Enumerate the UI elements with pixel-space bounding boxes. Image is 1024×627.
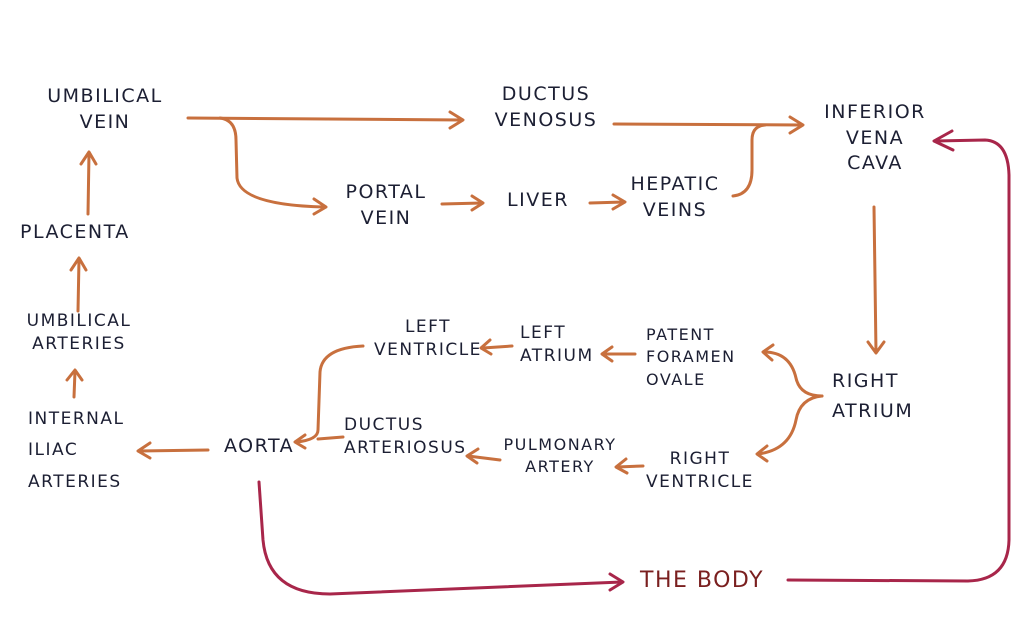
label-line: Ductus	[501, 83, 591, 105]
arrow-umbilical-vein-to-portal-vein	[218, 116, 327, 209]
arrowhead	[136, 441, 152, 460]
label-line: Atrium	[832, 400, 914, 423]
node-ductus-venosus: Ductus Venosus	[476, 82, 616, 133]
label-line: Vein	[360, 206, 412, 229]
arrowhead	[69, 256, 88, 272]
arrow-pulmonary-artery-to-ductus-arteriosus	[466, 454, 502, 462]
arrowhead	[788, 115, 805, 135]
label-line: Foramen	[646, 347, 736, 367]
node-left-atrium: Left Atrium	[520, 322, 594, 368]
arrow-aorta-to-the-body	[257, 480, 624, 596]
node-aorta: Aorta	[224, 434, 294, 460]
arrowhead	[465, 447, 480, 465]
label-line: Arteries	[32, 333, 126, 354]
arrow-umbilical-vein-to-ductus-venosus	[186, 116, 464, 122]
label-line: Umbilical	[26, 311, 132, 331]
label-line: Right	[832, 370, 899, 392]
arrowhead	[755, 444, 769, 463]
arrow-right-ventricle-to-pulmonary-artery	[615, 464, 645, 469]
arrow-left-atrium-to-left-ventricle	[481, 344, 514, 350]
node-pulmonary-artery: Pulmonary Artery	[498, 434, 622, 477]
arrowhead	[470, 194, 485, 212]
arrowhead	[600, 345, 614, 363]
node-umbilical-arteries: Umbilical Arteries	[14, 310, 144, 356]
arrow-hepatic-veins-to-ivc	[731, 123, 767, 198]
arrowhead	[866, 340, 886, 355]
node-inferior-vena-cava: Inferior Vena Cava	[810, 100, 940, 177]
label-line: Veins	[642, 198, 708, 221]
arrow-placenta-to-umbilical-vein	[86, 151, 91, 216]
arrowhead	[79, 150, 98, 166]
arrow-ductus-venosus-to-ivc	[612, 122, 804, 127]
arrow-left-ventricle-to-aorta	[294, 344, 365, 444]
label-line: Aorta	[224, 435, 295, 457]
label-line: Liver	[507, 189, 569, 211]
label-line: Vena	[845, 126, 905, 149]
arrowhead	[614, 457, 629, 475]
node-right-ventricle: Right Ventricle	[640, 448, 760, 494]
label-line: Ovale	[646, 369, 706, 389]
node-left-ventricle: Left Ventricle	[372, 316, 484, 362]
arrowhead	[761, 343, 775, 362]
label-line: Arteries	[28, 471, 122, 492]
label-line: Patent	[646, 325, 715, 344]
arrow-ivc-to-right-atrium	[872, 205, 878, 354]
arrow-aorta-to-internal-iliac	[137, 448, 210, 453]
arrowhead	[448, 110, 465, 130]
arrow-umbilical-arteries-to-placenta	[76, 257, 81, 313]
arrowhead	[611, 193, 627, 211]
label-line: Vein	[79, 110, 131, 133]
label-line: Left	[404, 317, 452, 337]
arrow-liver-to-hepatic-veins	[588, 200, 626, 205]
label-line: Venosus	[494, 108, 598, 131]
node-hepatic-veins: Hepatic Veins	[620, 172, 730, 223]
label-line: Ventricle	[374, 339, 482, 360]
label-line: Placenta	[20, 221, 130, 243]
label-line: Artery	[525, 456, 595, 476]
arrowhead	[932, 129, 955, 152]
node-portal-vein: Portal Vein	[326, 180, 446, 231]
label-line: Internal	[28, 409, 125, 429]
arrowhead	[479, 338, 493, 356]
label-line: Pulmonary	[503, 435, 617, 454]
node-umbilical-vein: Umbilical Vein	[30, 84, 180, 135]
label-line: Right	[669, 449, 731, 469]
label-line: Ductus	[344, 415, 425, 435]
label-line: Hepatic	[630, 173, 720, 195]
label-line: Atrium	[520, 345, 594, 366]
arrowhead	[293, 433, 307, 450]
arrow-internal-iliac-to-umbilical-arteries	[72, 369, 77, 399]
arrowhead	[312, 197, 328, 216]
label-line: Cava	[847, 152, 903, 175]
arrow-ductus-arteriosus-to-aorta	[316, 435, 345, 441]
arrowhead	[65, 368, 84, 382]
arrowhead	[608, 572, 625, 592]
node-placenta: Placenta	[20, 220, 130, 246]
label-line: Inferior	[824, 101, 926, 123]
label-line: Left	[520, 323, 567, 343]
label-line: Ventricle	[646, 471, 754, 492]
label-line: Umbilical	[47, 85, 163, 107]
label-line: The Body	[640, 568, 765, 593]
label-line: Arteriosus	[344, 437, 467, 458]
node-internal-iliac-arteries: Internal Iliac Arteries	[28, 404, 125, 498]
node-the-body: The Body	[640, 566, 764, 596]
arrow-the-body-to-ivc	[786, 138, 1011, 583]
node-right-atrium: Right Atrium	[832, 366, 913, 427]
arrow-right-atrium-to-foramen-ovale	[762, 350, 824, 398]
arrow-portal-vein-to-liver	[440, 201, 484, 206]
node-patent-foramen-ovale: Patent Foramen Ovale	[646, 324, 736, 391]
arrow-right-atrium-to-right-ventricle	[756, 394, 824, 456]
node-ductus-arteriosus: Ductus Arteriosus	[344, 414, 467, 460]
node-liver: Liver	[492, 188, 584, 214]
label-line: Portal	[345, 181, 427, 203]
label-line: Iliac	[28, 440, 79, 461]
